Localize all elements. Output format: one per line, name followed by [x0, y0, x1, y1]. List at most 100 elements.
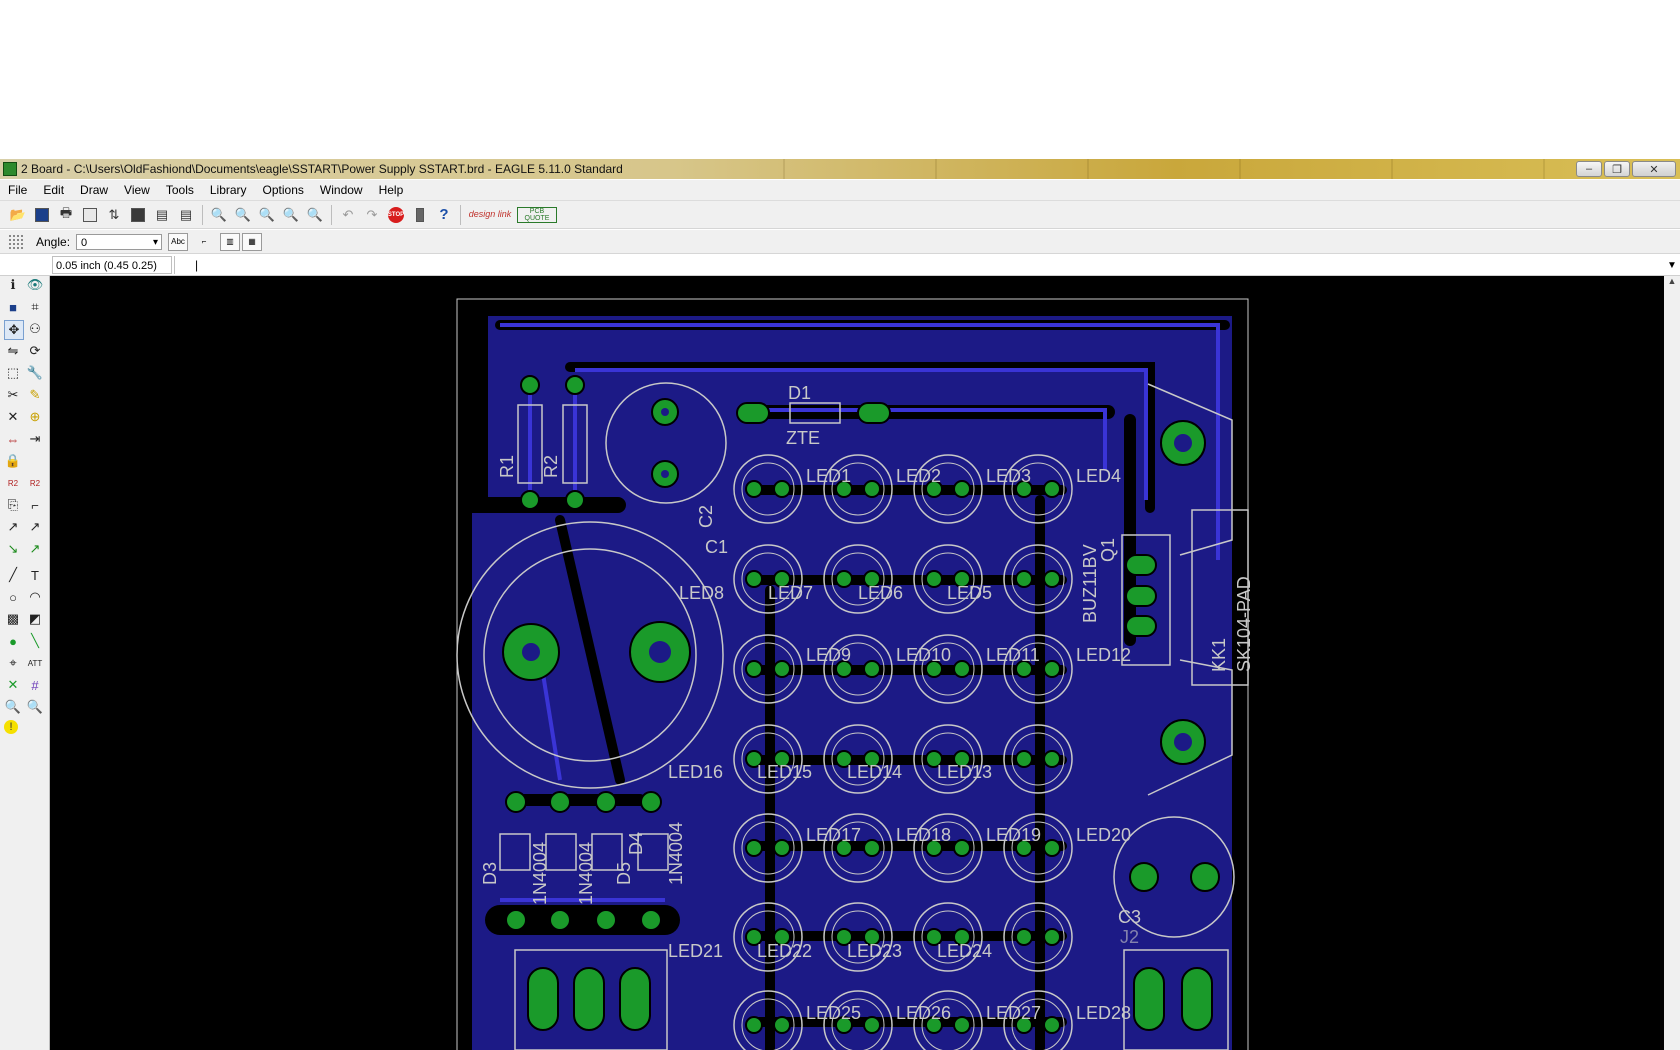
- pcb-board[interactable]: D1 ZTE C1 C3 J2 R1 R2 C2 Q1 BUZ11BV KK1 …: [50, 276, 1664, 1050]
- cam-processor-icon[interactable]: [80, 205, 100, 225]
- go-icon[interactable]: [410, 205, 430, 225]
- layer-view-icon[interactable]: ▥: [220, 232, 241, 251]
- replace-icon[interactable]: ⇔: [6, 431, 20, 447]
- rect-icon[interactable]: ▩: [6, 611, 20, 626]
- delete-icon[interactable]: ✎: [29, 387, 41, 402]
- miter-icon[interactable]: ⌐: [31, 497, 39, 513]
- zoom-out-icon[interactable]: 🔍: [258, 206, 276, 222]
- board-canvas[interactable]: D1 ZTE C1 C3 J2 R1 R2 C2 Q1 BUZ11BV KK1 …: [50, 276, 1664, 1050]
- vertical-scrollbar[interactable]: ▲: [1664, 276, 1680, 1050]
- smash-icon[interactable]: ⎘: [7, 497, 19, 512]
- redo-icon[interactable]: ↷: [366, 206, 378, 222]
- menu-help[interactable]: Help: [378, 183, 404, 197]
- grid-icon[interactable]: [8, 233, 24, 250]
- arc-icon[interactable]: ◠: [29, 589, 41, 604]
- split-icon[interactable]: ↗: [7, 519, 19, 534]
- cut-icon[interactable]: ✕: [7, 409, 19, 424]
- name-icon[interactable]: R2: [7, 478, 19, 488]
- led-pad: [835, 928, 853, 946]
- script-icon[interactable]: ▤: [155, 206, 169, 222]
- circle-icon[interactable]: ○: [9, 589, 17, 605]
- zoom-select-icon[interactable]: 🔍: [306, 206, 324, 222]
- scroll-up-icon[interactable]: ▲: [1667, 276, 1677, 286]
- label-led11: LED11: [986, 645, 1040, 665]
- stop-icon[interactable]: STOP: [386, 205, 406, 225]
- led-pad: [1015, 660, 1033, 678]
- restore-button[interactable]: ❐: [1604, 161, 1630, 177]
- drc-icon[interactable]: 🔍: [26, 699, 44, 714]
- layer-bottom-icon[interactable]: ▦: [242, 232, 263, 251]
- line-icon[interactable]: ╱: [9, 567, 17, 582]
- route-icon[interactable]: ↗: [29, 519, 41, 534]
- command-input[interactable]: |: [174, 256, 1664, 274]
- angle-label: Angle:: [36, 234, 71, 249]
- angle-select[interactable]: 0: [76, 233, 163, 251]
- ripup-icon[interactable]: ↘: [7, 541, 19, 556]
- autorouter-icon[interactable]: #: [31, 677, 39, 693]
- via-icon[interactable]: ●: [9, 633, 17, 649]
- led-outline: [913, 454, 983, 524]
- value-icon[interactable]: R2: [29, 478, 41, 488]
- redraw-icon[interactable]: 🔍: [282, 206, 300, 222]
- hole-icon[interactable]: ⌖: [9, 655, 17, 670]
- menu-options[interactable]: Options: [262, 183, 304, 197]
- text-mirror-icon[interactable]: ⌐: [201, 237, 207, 246]
- close-button[interactable]: ✕: [1632, 161, 1676, 177]
- menu-draw[interactable]: Draw: [80, 183, 109, 197]
- switch-schematic-icon[interactable]: ⇅: [108, 206, 120, 222]
- led-labels: LED1 LED2 LED3 LED4 LED5 LED6 LED7 LED8 …: [668, 466, 1131, 1023]
- led-pad: [953, 928, 971, 946]
- menu-edit[interactable]: Edit: [43, 183, 65, 197]
- polygon-icon[interactable]: ◩: [28, 611, 42, 626]
- led-pad: [1043, 750, 1061, 768]
- mirror-icon[interactable]: ⇋: [7, 343, 19, 358]
- attribute-icon[interactable]: ATT: [27, 658, 43, 668]
- open-icon[interactable]: 📂: [9, 206, 27, 222]
- save-icon[interactable]: [32, 205, 52, 225]
- zoom-in-icon[interactable]: 🔍: [234, 206, 252, 222]
- rotate-icon[interactable]: ⟳: [29, 343, 41, 358]
- menu-view[interactable]: View: [124, 183, 150, 197]
- label-led2: LED2: [896, 466, 941, 486]
- help-icon[interactable]: ?: [439, 206, 449, 223]
- pcb-quote-icon[interactable]: PCB QUOTE: [517, 205, 557, 225]
- errors-icon[interactable]: !: [4, 720, 18, 734]
- show-icon[interactable]: 👁: [26, 277, 44, 292]
- label-buz11bv: BUZ11BV: [1080, 544, 1100, 623]
- signal-icon[interactable]: ╲: [31, 633, 39, 648]
- paste-icon[interactable]: ✂: [7, 387, 19, 402]
- led-pad: [773, 839, 791, 857]
- menu-library[interactable]: Library: [209, 183, 247, 197]
- label-led16: LED16: [668, 762, 723, 782]
- led-outline: [1003, 724, 1073, 794]
- undo-icon[interactable]: ↶: [342, 206, 354, 222]
- ulp-icon[interactable]: ▤: [179, 206, 193, 222]
- menu-file[interactable]: File: [8, 183, 28, 197]
- led-outline: [913, 813, 983, 883]
- menu-tools[interactable]: Tools: [165, 183, 194, 197]
- board-icon[interactable]: [128, 205, 148, 225]
- led-pad: [773, 570, 791, 588]
- display-layers-icon[interactable]: ■: [9, 299, 17, 315]
- print-icon[interactable]: 🖶: [59, 204, 73, 220]
- text-orientation-button[interactable]: Abc: [168, 232, 189, 251]
- minimize-button[interactable]: –: [1576, 161, 1602, 177]
- command-history-dropdown[interactable]: ▼: [1667, 259, 1677, 271]
- led-inner-outline: [921, 821, 975, 875]
- lock-icon[interactable]: ⇥: [29, 431, 41, 446]
- add-icon[interactable]: ⊕: [29, 409, 41, 424]
- menu-window[interactable]: Window: [319, 183, 363, 197]
- wire-route-icon[interactable]: ↗: [29, 541, 41, 556]
- info-icon[interactable]: ℹ: [10, 277, 16, 292]
- design-link-icon[interactable]: design link: [468, 209, 512, 219]
- copy-icon[interactable]: ⚇: [29, 321, 41, 336]
- erc-icon[interactable]: 🔍: [4, 699, 22, 714]
- group-icon[interactable]: ⬚: [6, 365, 20, 380]
- text-icon[interactable]: T: [31, 567, 39, 583]
- mark-icon[interactable]: ⌗: [31, 299, 39, 314]
- ratsnest-icon[interactable]: ✕: [7, 677, 19, 692]
- optimize-icon[interactable]: 🔒: [4, 453, 22, 468]
- zoom-fit-icon[interactable]: 🔍: [210, 206, 228, 222]
- change-icon[interactable]: 🔧: [26, 365, 44, 380]
- move-icon[interactable]: ✥: [4, 320, 24, 340]
